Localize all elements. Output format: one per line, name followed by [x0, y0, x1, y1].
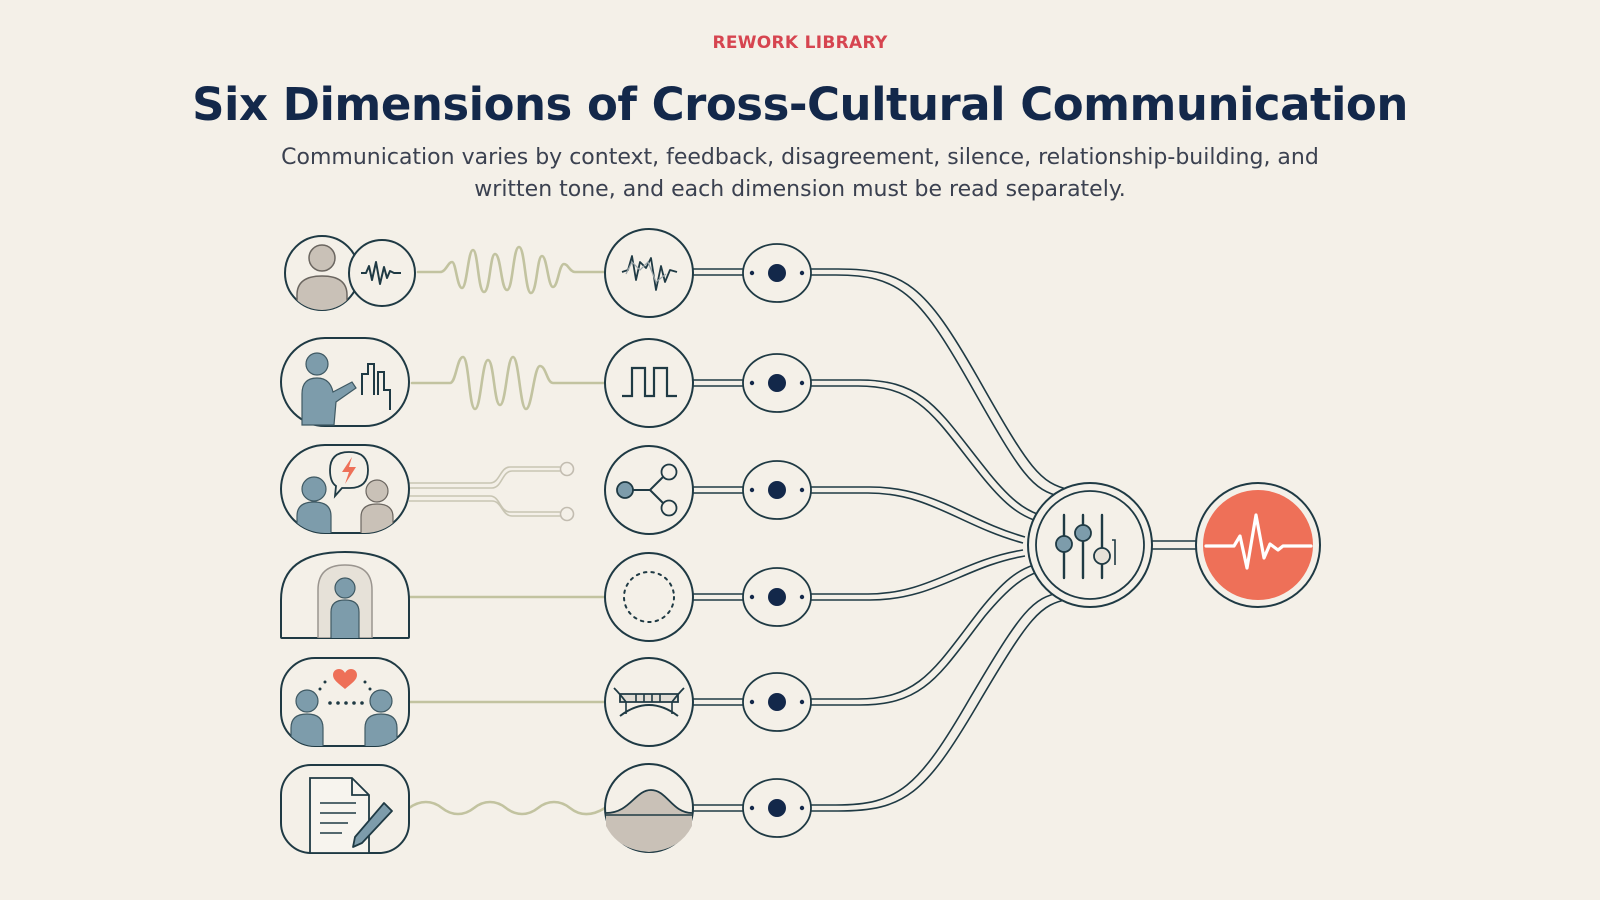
flow-line-relationship — [805, 564, 1035, 700]
signal-split-lines — [409, 461, 575, 522]
flow-line-written-tone — [805, 591, 1063, 806]
flow-line-silence — [805, 549, 1024, 595]
node-relationship — [742, 672, 812, 732]
two-people-conflict-icon — [280, 444, 410, 534]
dashed-circle-icon — [604, 552, 694, 642]
two-people-heart-icon — [280, 657, 410, 747]
node-feedback — [742, 353, 812, 413]
presenter-with-chart-icon — [280, 337, 410, 427]
person-with-waveform-icon — [284, 235, 416, 311]
bridge-icon — [604, 657, 694, 747]
signal-irregular-wave — [416, 245, 607, 295]
signal-lines — [407, 245, 607, 816]
node-context — [742, 243, 812, 303]
signal-dampened-wave — [410, 355, 607, 411]
flow-line-disagreement — [805, 486, 1026, 538]
eyebrow-label: REWORK LIBRARY — [712, 33, 888, 53]
branching-nodes-icon — [604, 445, 694, 535]
document-pen-icon — [280, 764, 410, 854]
node-ovals — [742, 243, 812, 838]
flow-line-feedback — [805, 379, 1041, 516]
signal-gentle-wave — [407, 800, 607, 816]
node-silence — [742, 567, 812, 627]
bell-curve-icon — [604, 763, 694, 853]
page-title: Six Dimensions of Cross-Cultural Communi… — [192, 78, 1408, 131]
person-in-archway-icon — [280, 550, 410, 639]
heartbeat-icon — [1195, 482, 1321, 608]
flow-line-context — [805, 268, 1071, 491]
mixer-sliders-icon — [1027, 482, 1153, 608]
page-subtitle: Communication varies by context, feedbac… — [281, 145, 1319, 202]
noisy-waveform-icon — [604, 228, 694, 318]
flow-lines — [693, 268, 1197, 812]
node-disagreement — [742, 460, 812, 520]
square-wave-icon — [604, 338, 694, 428]
node-written-tone — [742, 778, 812, 838]
